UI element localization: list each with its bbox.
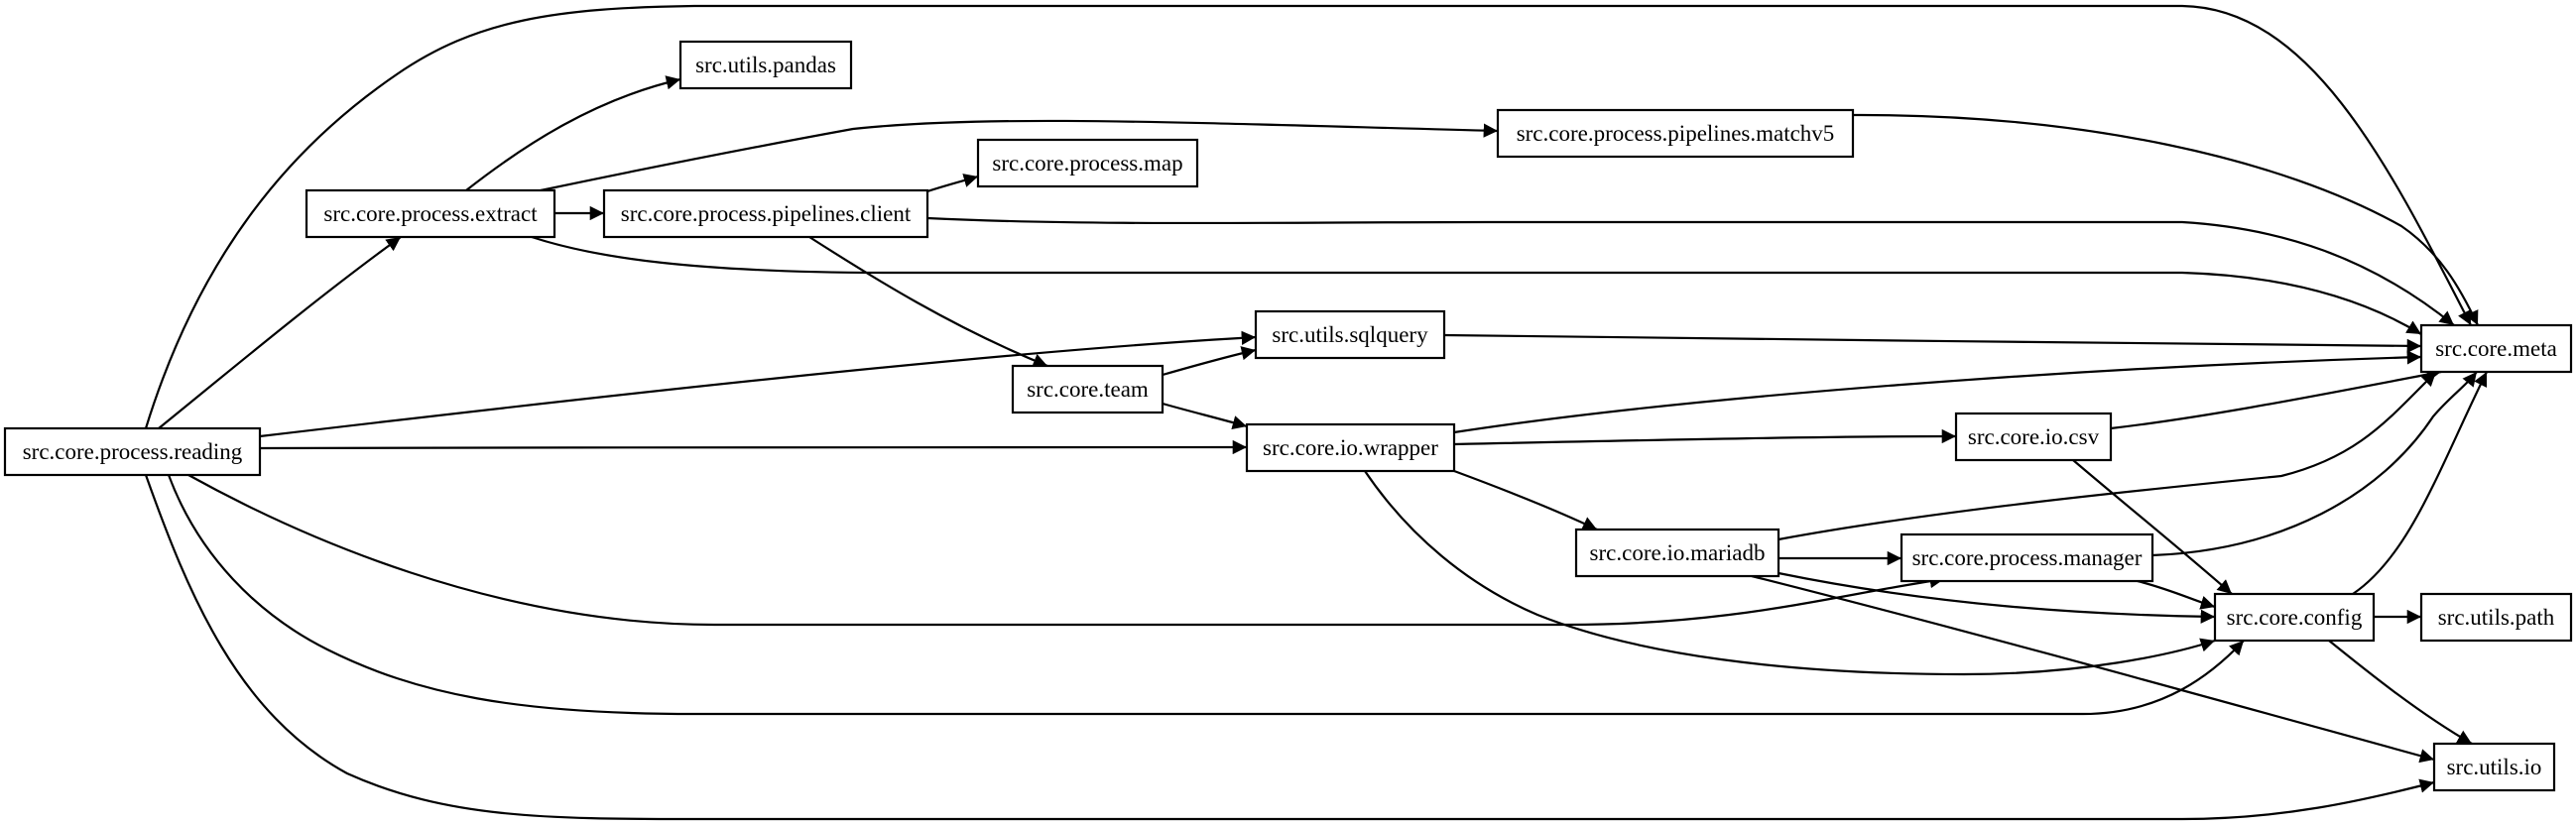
node-path[interactable]: src.utils.path (2419, 592, 2573, 643)
edges-layer (144, 4, 2488, 821)
node-io[interactable]: src.utils.io (2432, 742, 2556, 792)
node-box[interactable] (1254, 309, 1446, 360)
edge-mariadb-to-config (1778, 571, 2216, 624)
node-pandas[interactable]: src.utils.pandas (678, 40, 853, 90)
edge-matchv5-to-meta (1852, 113, 2479, 326)
node-label: src.core.config (2227, 605, 2363, 630)
edge-client-to-team (808, 236, 1048, 368)
node-box[interactable] (678, 40, 853, 90)
edge-config-to-io (2328, 640, 2473, 745)
edge-csv-to-config (2072, 459, 2233, 595)
node-sqlquery[interactable]: src.utils.sqlquery (1254, 309, 1446, 360)
node-team[interactable]: src.core.team (1011, 364, 1165, 414)
node-box[interactable] (2213, 592, 2376, 643)
node-box[interactable] (1245, 422, 1456, 473)
edge-reading-to-extract (158, 236, 402, 429)
node-label: src.core.process.extract (323, 201, 538, 226)
node-label: src.core.team (1027, 377, 1149, 402)
edge-extract-to-meta (531, 235, 2422, 335)
node-box[interactable] (2432, 742, 2556, 792)
edge-csv-to-meta (2110, 367, 2442, 430)
node-label: src.utils.pandas (695, 53, 836, 77)
node-extract[interactable]: src.core.process.extract (305, 188, 556, 239)
edge-wrapper-to-meta (1453, 350, 2422, 434)
node-mariadb[interactable]: src.core.io.mariadb (1574, 528, 1780, 578)
nodes-layer: src.core.process.reading src.core.process… (3, 40, 2573, 792)
node-client[interactable]: src.core.process.pipelines.client (602, 188, 929, 239)
node-label: src.core.meta (2435, 336, 2557, 361)
node-label: src.core.process.reading (23, 439, 243, 464)
node-box[interactable] (1574, 528, 1780, 578)
node-config[interactable]: src.core.config (2213, 592, 2376, 643)
node-box[interactable] (1900, 532, 2154, 583)
edge-reading-to-io (144, 474, 2435, 821)
edge-reading-to-manager (187, 474, 1945, 627)
node-label: src.utils.io (2447, 755, 2542, 779)
edge-config-to-meta (2352, 371, 2488, 595)
edge-mariadb-to-io (1751, 574, 2435, 764)
edge-wrapper-to-config (1364, 470, 2216, 676)
node-box[interactable] (1496, 108, 1855, 159)
edge-client-to-map (926, 174, 979, 193)
node-label: src.core.process.pipelines.matchv5 (1517, 121, 1835, 146)
node-label: src.core.io.mariadb (1590, 540, 1766, 565)
node-csv[interactable]: src.core.io.csv (1954, 412, 2113, 462)
edge-extract-to-pandas (465, 75, 681, 191)
node-label: src.core.io.wrapper (1263, 435, 1438, 460)
node-box[interactable] (1954, 412, 2113, 462)
node-box[interactable] (305, 188, 556, 239)
node-box[interactable] (976, 138, 1199, 188)
node-label: src.core.process.manager (1912, 545, 2143, 570)
node-map[interactable]: src.core.process.map (976, 138, 1199, 188)
edge-reading-to-wrapper (259, 439, 1248, 455)
node-label: src.utils.path (2438, 605, 2555, 630)
edge-reading-to-config (167, 474, 2245, 716)
edge-reading-to-meta (144, 4, 2472, 429)
node-box[interactable] (1011, 364, 1165, 414)
edge-manager-to-config (2137, 579, 2216, 610)
node-matchv5[interactable]: src.core.process.pipelines.matchv5 (1496, 108, 1855, 159)
edge-wrapper-to-csv (1453, 428, 1957, 446)
node-reading[interactable]: src.core.process.reading (3, 426, 262, 477)
node-label: src.core.process.map (992, 151, 1182, 176)
edge-mariadb-to-meta (1778, 371, 2437, 541)
node-box[interactable] (602, 188, 929, 239)
edge-manager-to-meta (2151, 371, 2478, 557)
node-box[interactable] (3, 426, 262, 477)
node-label: src.utils.sqlquery (1272, 322, 1428, 347)
edge-sqlquery-to-meta (1443, 333, 2422, 354)
edge-reading-to-sqlquery (259, 330, 1257, 438)
edge-team-to-wrapper (1162, 402, 1248, 430)
node-wrapper[interactable]: src.core.io.wrapper (1245, 422, 1456, 473)
node-box[interactable] (2419, 323, 2573, 374)
node-box[interactable] (2419, 592, 2573, 643)
edge-team-to-sqlquery (1162, 346, 1257, 377)
edge-client-to-meta (926, 216, 2455, 326)
edge-extract-to-matchv5 (540, 119, 1499, 192)
node-label: src.core.process.pipelines.client (621, 201, 912, 226)
node-manager[interactable]: src.core.process.manager (1900, 532, 2154, 583)
node-label: src.core.io.csv (1968, 424, 2100, 449)
edge-wrapper-to-mariadb (1453, 469, 1598, 531)
node-meta[interactable]: src.core.meta (2419, 323, 2573, 374)
